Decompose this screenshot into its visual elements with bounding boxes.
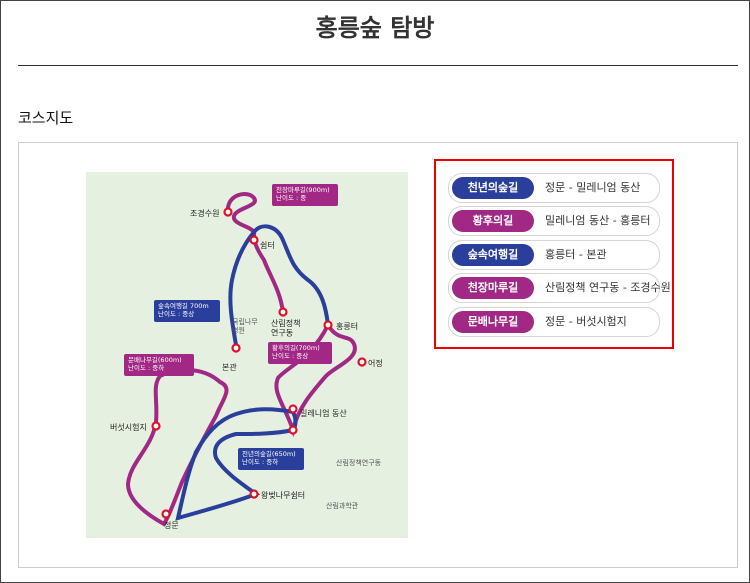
route-ceiling-path bbox=[225, 192, 285, 314]
stop-label-swimteo: 쉼터 bbox=[260, 240, 275, 250]
legend-pill: 천장마루길 bbox=[452, 277, 534, 299]
legend-pill: 문배나무길 bbox=[452, 311, 534, 333]
stop-cherry-rest-marker bbox=[249, 489, 259, 499]
stop-mushroom-marker bbox=[151, 421, 161, 431]
stop-label-cherry-rest: 왕벚나무쉼터 bbox=[261, 490, 305, 500]
legend-route: 홍릉터 - 본관 bbox=[545, 248, 607, 261]
page-title: 홍릉숲 탐방 bbox=[315, 14, 435, 42]
stop-bongwan-marker bbox=[231, 343, 241, 353]
legend-item-millennium[interactable]: 천년의숲길 정문 - 밀레니엄 동산 bbox=[448, 173, 660, 203]
stop-eojeong-marker bbox=[357, 357, 367, 367]
legend-route: 정문 - 버섯시험지 bbox=[545, 315, 627, 328]
stop-label-hongneungteo: 홍릉터 bbox=[336, 321, 358, 331]
callout-empress-text: 황후의길(700m)난이도 : 중상 bbox=[272, 343, 320, 360]
route-empress-path bbox=[274, 320, 357, 438]
legend-route: 정문 - 밀레니엄 동산 bbox=[545, 181, 641, 194]
legend-item-munbae[interactable]: 문배나무길 정문 - 버섯시험지 bbox=[448, 307, 660, 337]
section-heading: 코스지도 bbox=[18, 109, 74, 127]
legend-pill: 황후의길 bbox=[452, 210, 534, 232]
route-munbae-path bbox=[125, 367, 229, 527]
stop-main-gate-marker bbox=[161, 509, 171, 519]
stop-forest-policy-marker bbox=[278, 307, 288, 317]
stop-millennium-lower-marker bbox=[288, 425, 298, 435]
legend-item-empress[interactable]: 황후의길 밀레니엄 동산 - 홍릉터 bbox=[448, 206, 660, 236]
legend-item-forest-travel[interactable]: 숲속여행길 홍릉터 - 본관 bbox=[448, 240, 660, 270]
stop-millennium-marker bbox=[288, 404, 298, 414]
stop-label-eojeong: 어정 bbox=[368, 358, 383, 368]
place-label-forest-policy: 산림정책연구동 bbox=[336, 458, 382, 467]
callout-munbae-box bbox=[124, 354, 194, 376]
callout-ceiling-text: 천장마루길(900m)난이도 : 중 bbox=[276, 185, 330, 202]
course-legend: 천년의숲길 정문 - 밀레니엄 동산 황후의길 밀레니엄 동산 - 홍릉터 숲속… bbox=[434, 159, 674, 349]
legend-route: 산림정책 연구동 - 조경수원 bbox=[545, 281, 671, 294]
stop-label-millennium: 밀레니엄 동산 bbox=[300, 408, 347, 418]
stop-label-jogyeongsuwon: 조경수원 bbox=[190, 208, 219, 218]
callout-millennium-box bbox=[238, 448, 304, 470]
course-panel bbox=[18, 142, 738, 568]
callout-munbae-text: 문배나무길(600m)난이도 : 중하 bbox=[128, 355, 182, 372]
legend-route: 밀레니엄 동산 - 홍릉터 bbox=[545, 214, 651, 227]
callout-forest-travel-box bbox=[154, 300, 220, 322]
callout-millennium-text: 천년의숲길(650m)난이도 : 중하 bbox=[242, 449, 296, 466]
title-divider bbox=[18, 65, 738, 66]
stop-swimteo-marker bbox=[249, 235, 259, 245]
route-forest-travel-path bbox=[228, 224, 330, 347]
stop-label-bongwan: 본관 bbox=[222, 362, 237, 372]
legend-item-ceiling[interactable]: 천장마루길 산림정책 연구동 - 조경수원 bbox=[448, 273, 671, 303]
callout-ceiling-box bbox=[272, 184, 338, 206]
stop-label-mushroom: 버섯시험지 bbox=[110, 422, 147, 432]
stop-jogyeongsuwon-marker bbox=[223, 207, 233, 217]
legend-pill: 숲속여행길 bbox=[452, 244, 534, 266]
place-label-forest-science: 산림과학관 bbox=[326, 501, 359, 510]
stop-hongneungteo-marker bbox=[323, 320, 333, 330]
callout-empress-box bbox=[268, 342, 332, 364]
stop-label-main-gate: 정문 bbox=[164, 520, 179, 530]
legend-pill: 천년의숲길 bbox=[452, 177, 534, 199]
